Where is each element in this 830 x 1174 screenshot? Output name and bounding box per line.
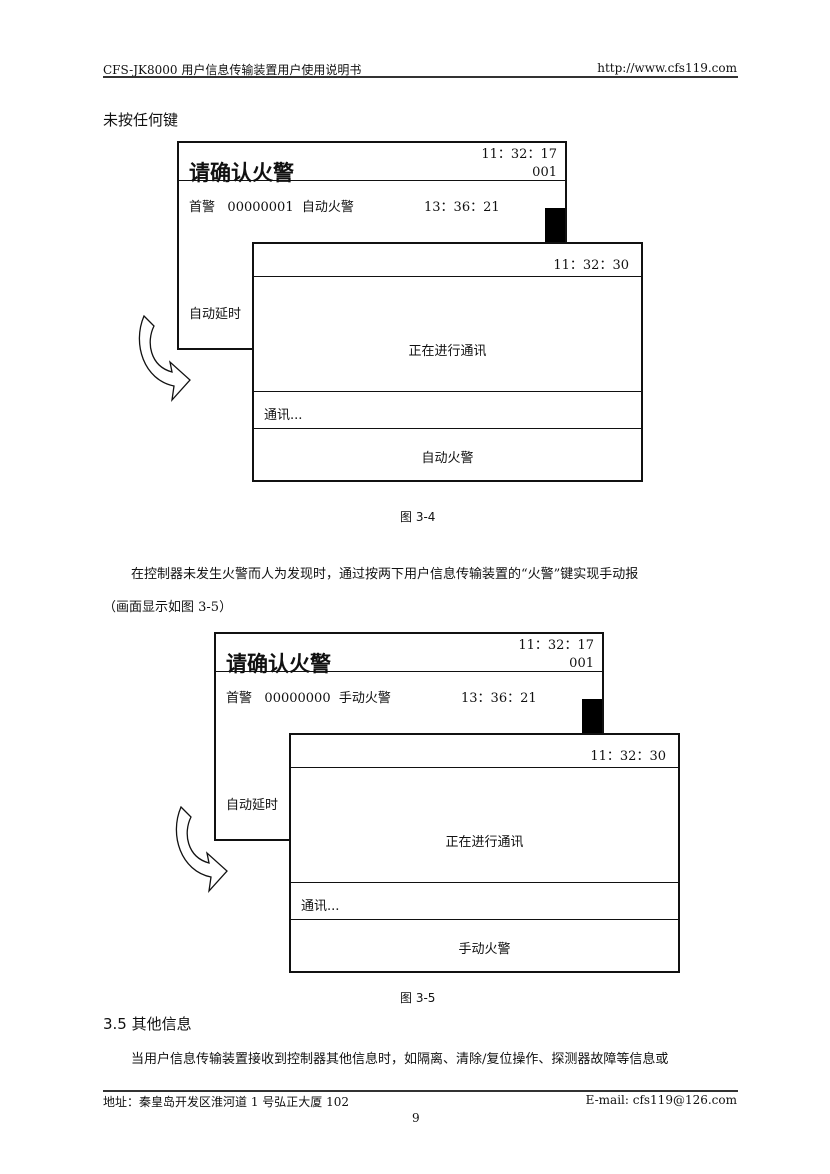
- figure-3-5: 请确认火警 11：32：17 001 首警 00000000 手动火警 13：3…: [167, 631, 687, 981]
- footer-rule: [103, 1090, 738, 1092]
- header-rule: [103, 76, 738, 78]
- divider: [254, 391, 641, 392]
- divider: [291, 919, 678, 920]
- communicating-screen: 11：32：30 正在进行通讯 通讯... 自动火警: [252, 242, 643, 482]
- delay-label: 自动延时: [226, 798, 279, 813]
- message: 正在进行通讯: [408, 344, 487, 359]
- screen-count: 001: [532, 165, 557, 180]
- screen-title: 请确认火警: [189, 161, 294, 185]
- footer-email: E-mail: cfs119@126.com: [585, 1093, 737, 1107]
- divider: [254, 428, 641, 429]
- figure-3-4: 请确认火警 11：32：17 001 首警 00000001 自动火警 13：3…: [130, 140, 650, 490]
- page-number: 9: [412, 1111, 420, 1125]
- alarm-type: 手动火警: [458, 942, 511, 957]
- divider: [179, 180, 565, 181]
- alarm-code: 00000001: [227, 200, 294, 215]
- screen-title: 请确认火警: [226, 652, 331, 676]
- figure-caption: 图 3-5: [400, 991, 436, 1005]
- screen-time: 11：32：30: [553, 258, 629, 273]
- scrollbar: [582, 699, 602, 737]
- alarm-label: 首警: [189, 200, 216, 215]
- communicating-screen: 11：32：30 正在进行通讯 通讯... 手动火警: [289, 733, 680, 973]
- alarm-type: 自动火警: [301, 200, 354, 215]
- divider: [291, 767, 678, 768]
- divider: [254, 276, 641, 277]
- alarm-code: 00000000: [264, 691, 331, 706]
- divider: [216, 671, 602, 672]
- alarm-type: 自动火警: [421, 451, 474, 466]
- header-title: CFS-JK8000 用户信息传输装置用户使用说明书: [103, 63, 362, 77]
- divider: [291, 882, 678, 883]
- paragraph-line: 在控制器未发生火警而人为发现时，通过按两下用户信息传输装置的“火警”键实现手动报: [131, 567, 639, 582]
- screen-time: 11：32：30: [590, 749, 666, 764]
- scrollbar: [545, 208, 565, 246]
- subheading: 未按任何键: [103, 111, 179, 129]
- screen-count: 001: [569, 656, 594, 671]
- screen-time: 11：32：17: [481, 147, 557, 162]
- alarm-label: 首警: [226, 691, 253, 706]
- alarm-row: 首警 00000001 自动火警: [189, 196, 354, 215]
- paragraph-line: 当用户信息传输装置接收到控制器其他信息时，如隔离、清除/复位操作、探测器故障等信…: [131, 1052, 669, 1067]
- figure-caption: 图 3-4: [400, 510, 436, 524]
- screen-time: 11：32：17: [518, 638, 594, 653]
- status: 通讯...: [264, 408, 303, 423]
- status: 通讯...: [301, 899, 340, 914]
- alarm-time: 13：36：21: [461, 691, 537, 706]
- alarm-type: 手动火警: [338, 691, 391, 706]
- paragraph-line: （画面显示如图 3-5）: [103, 600, 233, 615]
- alarm-row: 首警 00000000 手动火警: [226, 687, 391, 706]
- message: 正在进行通讯: [445, 835, 524, 850]
- footer-address: 地址：秦皇岛开发区淮河道 1 号弘正大厦 102: [103, 1095, 349, 1109]
- curved-arrow-icon: [138, 314, 191, 403]
- curved-arrow-icon: [175, 805, 228, 894]
- header-url: http://www.cfs119.com: [597, 61, 737, 75]
- alarm-time: 13：36：21: [424, 200, 500, 215]
- delay-label: 自动延时: [189, 307, 242, 322]
- section-heading: 3.5 其他信息: [103, 1015, 192, 1033]
